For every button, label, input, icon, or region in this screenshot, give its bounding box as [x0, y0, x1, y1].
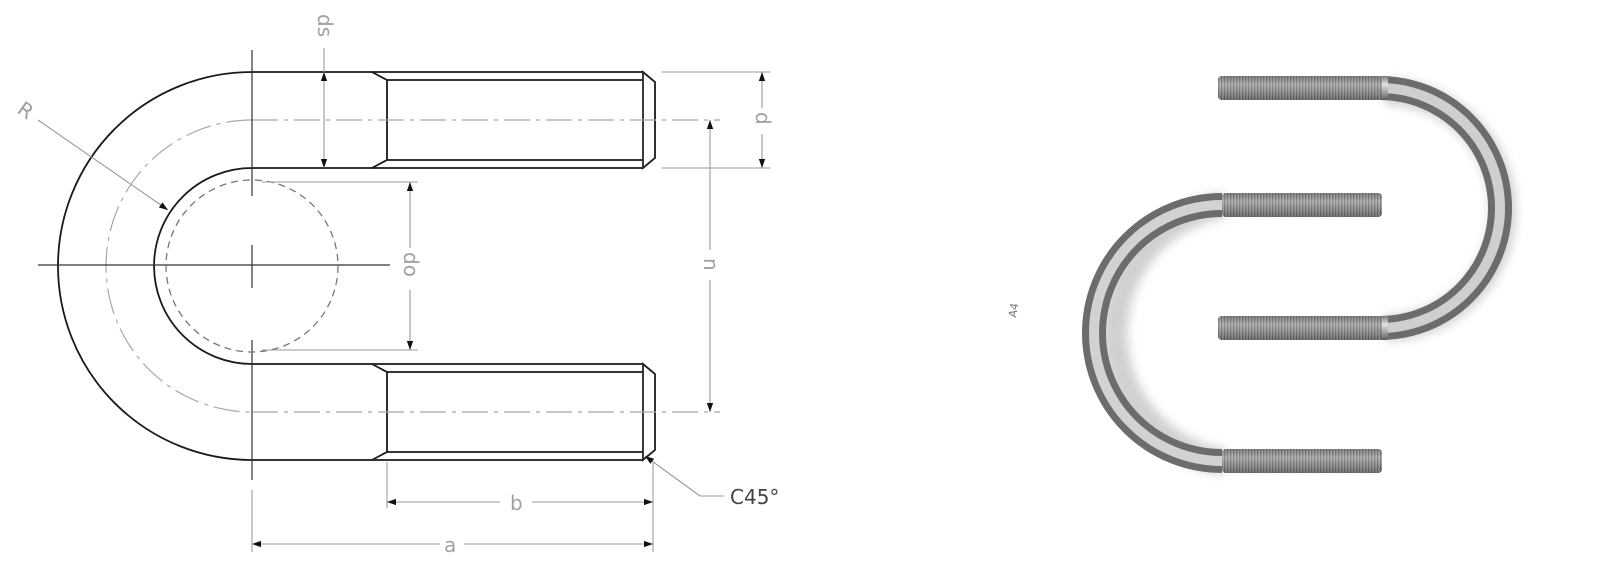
dimension-radius: R — [13, 96, 169, 211]
label-chamfer: C45° — [730, 485, 779, 509]
pipe-circle — [165, 179, 339, 353]
chamfer-callout: C45° — [644, 455, 779, 509]
dimension-leg-spacing: n — [699, 120, 723, 412]
label-leg-spacing: n — [699, 258, 723, 271]
dimension-thread-diameter: d — [662, 71, 775, 169]
u-bolt-photo: A4 — [990, 0, 1600, 584]
steel-grade-marking: A4 — [1006, 302, 1021, 319]
u-bolt-outline — [57, 70, 656, 462]
centerlines — [38, 50, 720, 480]
dimension-shank-diameter: ds — [313, 14, 337, 168]
label-overall-length: a — [444, 533, 456, 557]
dimension-inner-diameter: do — [262, 181, 423, 351]
u-bolt-lower: A4 — [1006, 193, 1382, 473]
label-inner-diameter: do — [399, 252, 423, 277]
dimension-overall-length: a — [251, 490, 653, 557]
u-bolt-upper — [1218, 76, 1512, 340]
label-thread-diameter: d — [751, 112, 775, 125]
label-thread-length: b — [510, 491, 523, 515]
u-bolt-technical-drawing: R ds d do n b a — [13, 14, 779, 557]
label-shank-diameter: ds — [313, 14, 337, 37]
label-radius: R — [13, 96, 38, 124]
dimension-thread-length: b — [386, 462, 654, 552]
